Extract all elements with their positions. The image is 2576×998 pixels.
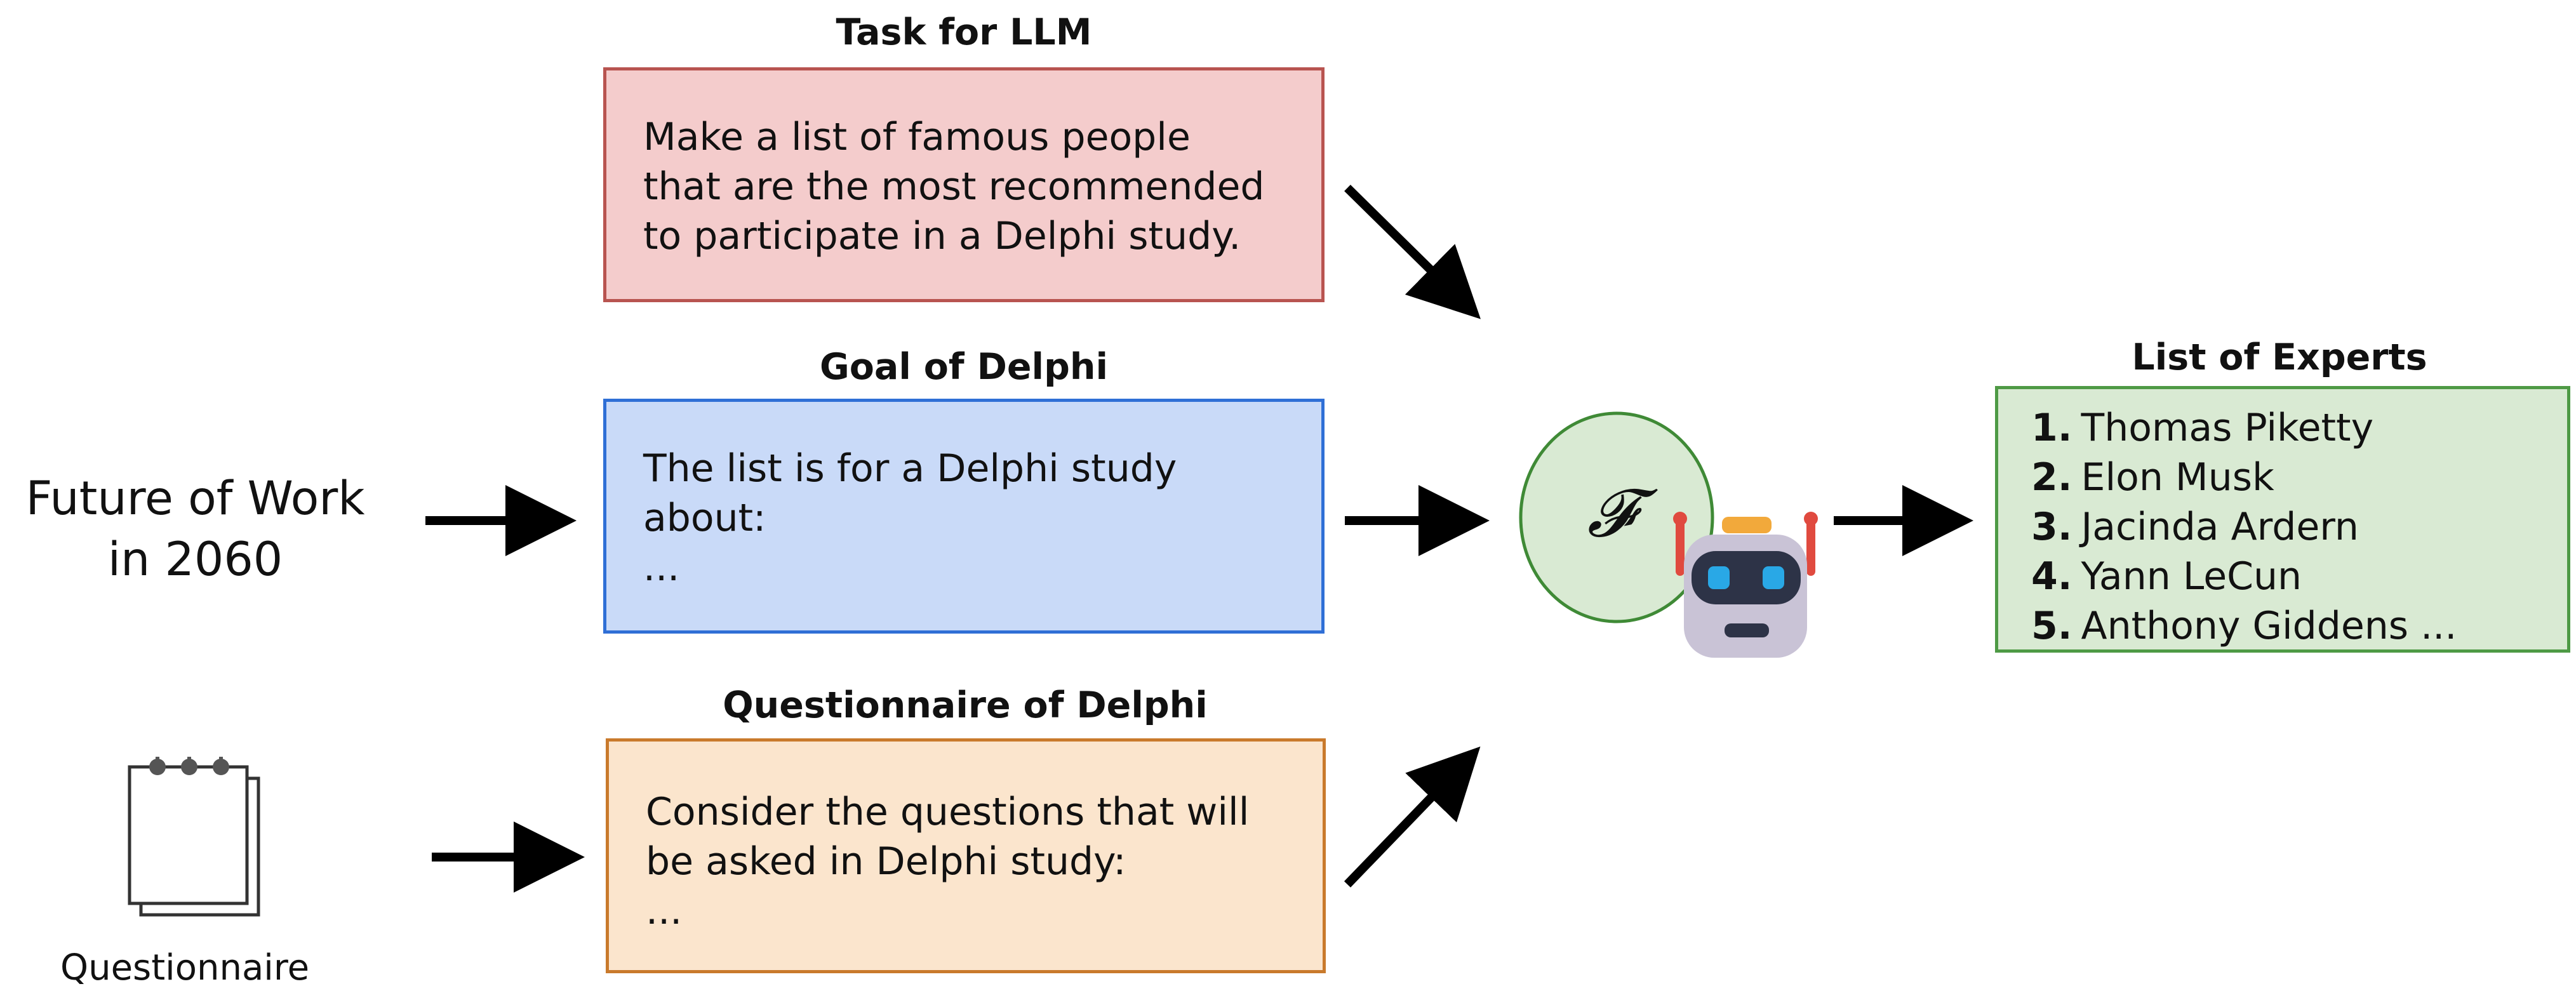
notepad-icon	[128, 757, 260, 917]
expert-name: Elon Musk	[2081, 455, 2274, 500]
task-line: that are the most recommended	[643, 164, 1265, 209]
task-box: Make a list of famous people that are th…	[603, 67, 1325, 302]
questionnaire-line: ...	[646, 889, 683, 933]
expert-item: 5.Anthony Giddens ...	[2031, 601, 2457, 651]
task-heading: Task for LLM	[836, 11, 1092, 53]
experts-list: 1.Thomas Piketty 2.Elon Musk 3.Jacinda A…	[2031, 403, 2457, 651]
goal-heading: Goal of Delphi	[819, 346, 1109, 388]
expert-name: Thomas Piketty	[2081, 406, 2374, 450]
questionnaire-line: be asked in Delphi study:	[646, 839, 1126, 884]
goal-line: about:	[643, 496, 766, 540]
task-line: to participate in a Delphi study.	[643, 214, 1241, 258]
model-circle	[1519, 411, 1714, 623]
arrow-quest-to-model	[1344, 746, 1481, 888]
expert-item: 3.Jacinda Ardern	[2031, 502, 2457, 552]
expert-number: 1.	[2031, 406, 2072, 450]
future-line: in 2060	[107, 533, 283, 587]
expert-name: Anthony Giddens ...	[2081, 604, 2457, 648]
expert-number: 4.	[2031, 554, 2072, 599]
goal-box: The list is for a Delphi study about: ..…	[603, 399, 1325, 634]
expert-item: 4.Yann LeCun	[2031, 552, 2457, 601]
arrow-task-to-model	[1344, 185, 1481, 319]
expert-name: Yann LeCun	[2081, 554, 2302, 599]
future-of-work-label: Future of Work in 2060	[13, 469, 378, 590]
expert-item: 2.Elon Musk	[2031, 453, 2457, 502]
expert-number: 2.	[2031, 455, 2072, 500]
questionnaire-box: Consider the questions that will be aske…	[606, 738, 1326, 973]
model-symbol: 𝓕	[1587, 474, 1636, 552]
expert-number: 5.	[2031, 604, 2072, 648]
expert-number: 3.	[2031, 505, 2072, 549]
future-line: Future of Work	[25, 472, 365, 526]
experts-heading: List of Experts	[2132, 336, 2427, 378]
goal-line: ...	[643, 545, 680, 590]
questionnaire-heading: Questionnaire of Delphi	[723, 684, 1208, 726]
questionnaire-line: Consider the questions that will	[646, 790, 1250, 834]
expert-item: 1.Thomas Piketty	[2031, 403, 2457, 453]
robot-icon	[1673, 512, 1818, 658]
task-line: Make a list of famous people	[643, 115, 1191, 159]
experts-box: 1.Thomas Piketty 2.Elon Musk 3.Jacinda A…	[1995, 386, 2570, 653]
expert-name: Jacinda Ardern	[2081, 505, 2359, 549]
questionnaire-icon-label: Questionnaire	[60, 947, 310, 988]
goal-line: The list is for a Delphi study	[643, 446, 1177, 491]
